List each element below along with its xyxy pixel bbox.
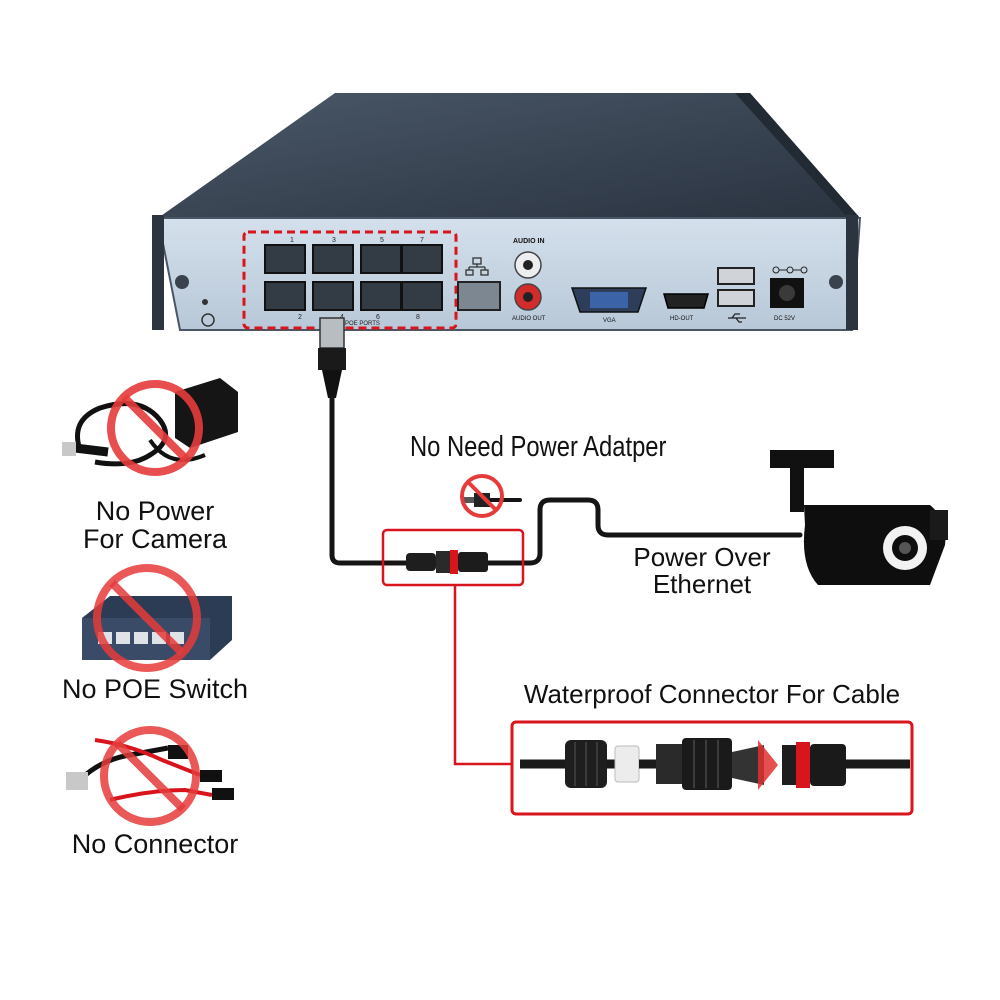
inline-poe-connector [406,550,488,574]
dc-label: DC 52V [774,316,795,322]
poe-label-line2: Ethernet [652,569,752,600]
usb-icon [728,313,746,323]
detail-leader-line [453,585,512,766]
hdmi-label: HD-OUT [670,316,694,322]
port-number: 6 [376,314,380,321]
hdmi-port [663,293,709,309]
no-switch-label: No POE Switch [61,674,249,704]
poe-label: Power Over Ethernet [612,542,792,600]
vga-label: VGA [603,318,616,324]
poe-ports-highlight [242,230,458,330]
no-power-adapter-side-icon [62,378,238,476]
no-power-adapter-icon [460,474,504,518]
no-power-label-line2: For Camera [82,524,228,555]
no-power-label-line1: No Power [95,496,215,526]
no-power-label: No Power For Camera [40,497,270,554]
lan-port [457,281,501,311]
audio-out-label: AUDIO OUT [512,316,546,322]
usb-port [717,267,755,285]
rj45-plug [318,317,346,398]
usb-port [717,289,755,307]
bullet-camera [770,450,948,585]
poe-ports: 1 3 5 7 2 4 6 8 POE PORTS [264,237,443,327]
poe-ports-label: POE PORTS [345,321,380,327]
poe-label-line1: Power Over [633,542,771,572]
port-number: 3 [332,237,336,244]
network-icon [465,257,489,276]
waterproof-connector-detail [510,720,914,816]
dc-polarity-icon [772,266,808,274]
audio-in-label: AUDIO IN [513,238,545,245]
port-number: 7 [420,237,424,244]
no-splitter-connector-icon [66,726,234,826]
connector-highlight [381,528,525,587]
port-number: 1 [290,237,294,244]
no-poe-switch-icon [82,564,232,672]
ethernet-cable [329,395,803,566]
no-adapter-label: No Need Power Adatper [410,431,667,463]
port-number: 5 [380,237,384,244]
port-number: 2 [298,314,302,321]
port-number: 8 [416,314,420,321]
no-connector-label: No Connector [71,829,239,859]
nvr-recorder: 1 3 5 7 2 4 6 8 POE PORTS AUDIO IN AUDIO… [152,93,862,331]
waterproof-label: Waterproof Connector For Cable [523,679,901,709]
